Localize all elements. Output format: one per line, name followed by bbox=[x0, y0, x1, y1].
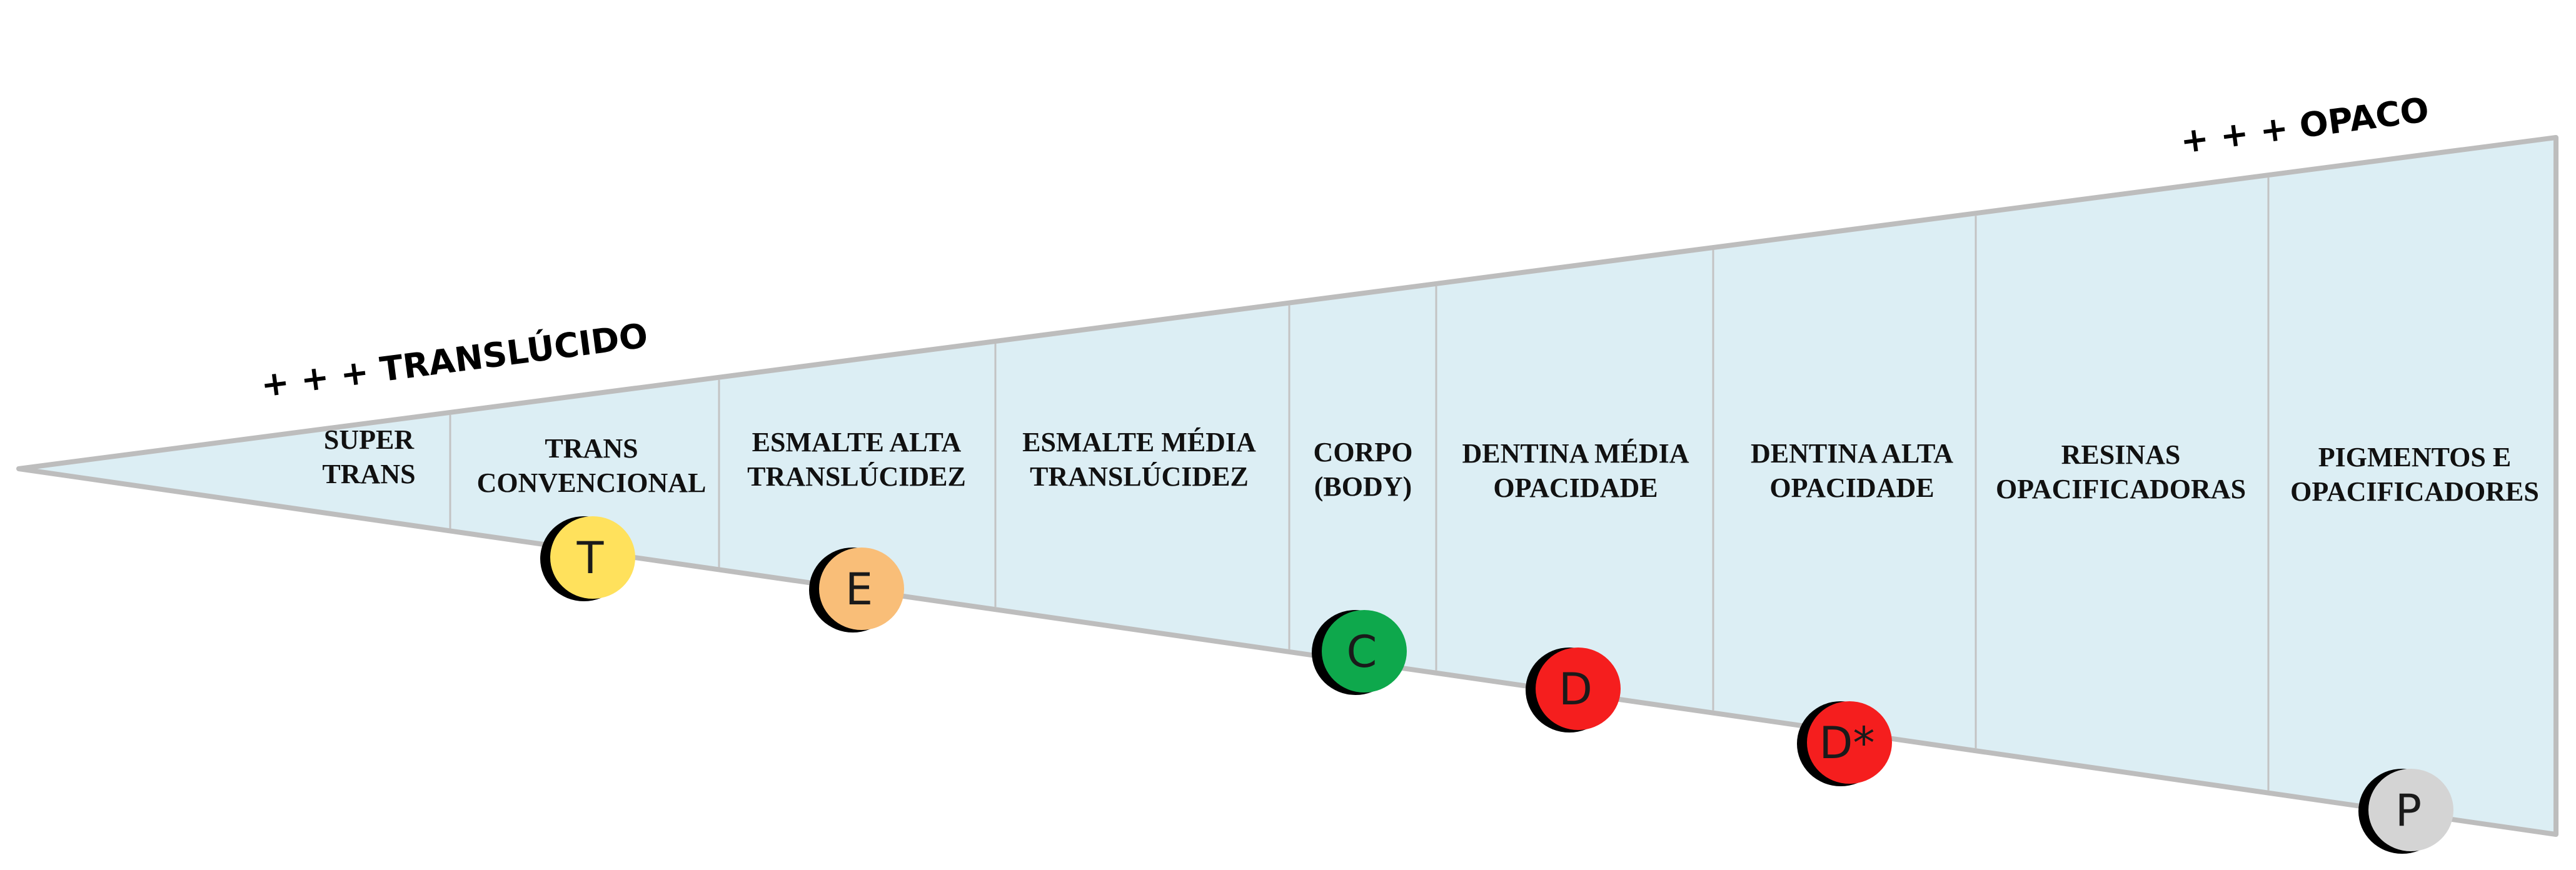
badge-c: C bbox=[1312, 610, 1407, 695]
zone-label-corpo: CORPO(BODY) bbox=[1314, 437, 1413, 502]
translucency-wedge bbox=[16, 135, 2558, 837]
badge-disc bbox=[2368, 769, 2453, 851]
material-badges: T E C D D* P bbox=[540, 516, 2453, 854]
badge-disc bbox=[1807, 701, 1892, 784]
badge-t: T bbox=[540, 516, 635, 601]
badge-letter: C bbox=[1347, 626, 1377, 678]
badge-p: P bbox=[2358, 769, 2453, 854]
badge-letter: T bbox=[576, 532, 604, 584]
zone-dividers bbox=[449, 178, 2270, 791]
badge-disc bbox=[1322, 610, 1407, 692]
badge-e: E bbox=[809, 548, 904, 632]
badge-letter: E bbox=[845, 564, 873, 615]
badge-disc bbox=[1536, 648, 1621, 730]
badge-d: D bbox=[1526, 648, 1621, 732]
badge-letter: D bbox=[1559, 664, 1592, 715]
badge-letter: D* bbox=[1819, 718, 1875, 769]
badge-d-star: D* bbox=[1797, 701, 1892, 786]
badge-disc bbox=[819, 548, 904, 630]
badge-disc bbox=[550, 516, 635, 599]
opaque-end-label: + + + OPACO bbox=[2178, 90, 2432, 161]
badge-letter: P bbox=[2395, 785, 2422, 836]
